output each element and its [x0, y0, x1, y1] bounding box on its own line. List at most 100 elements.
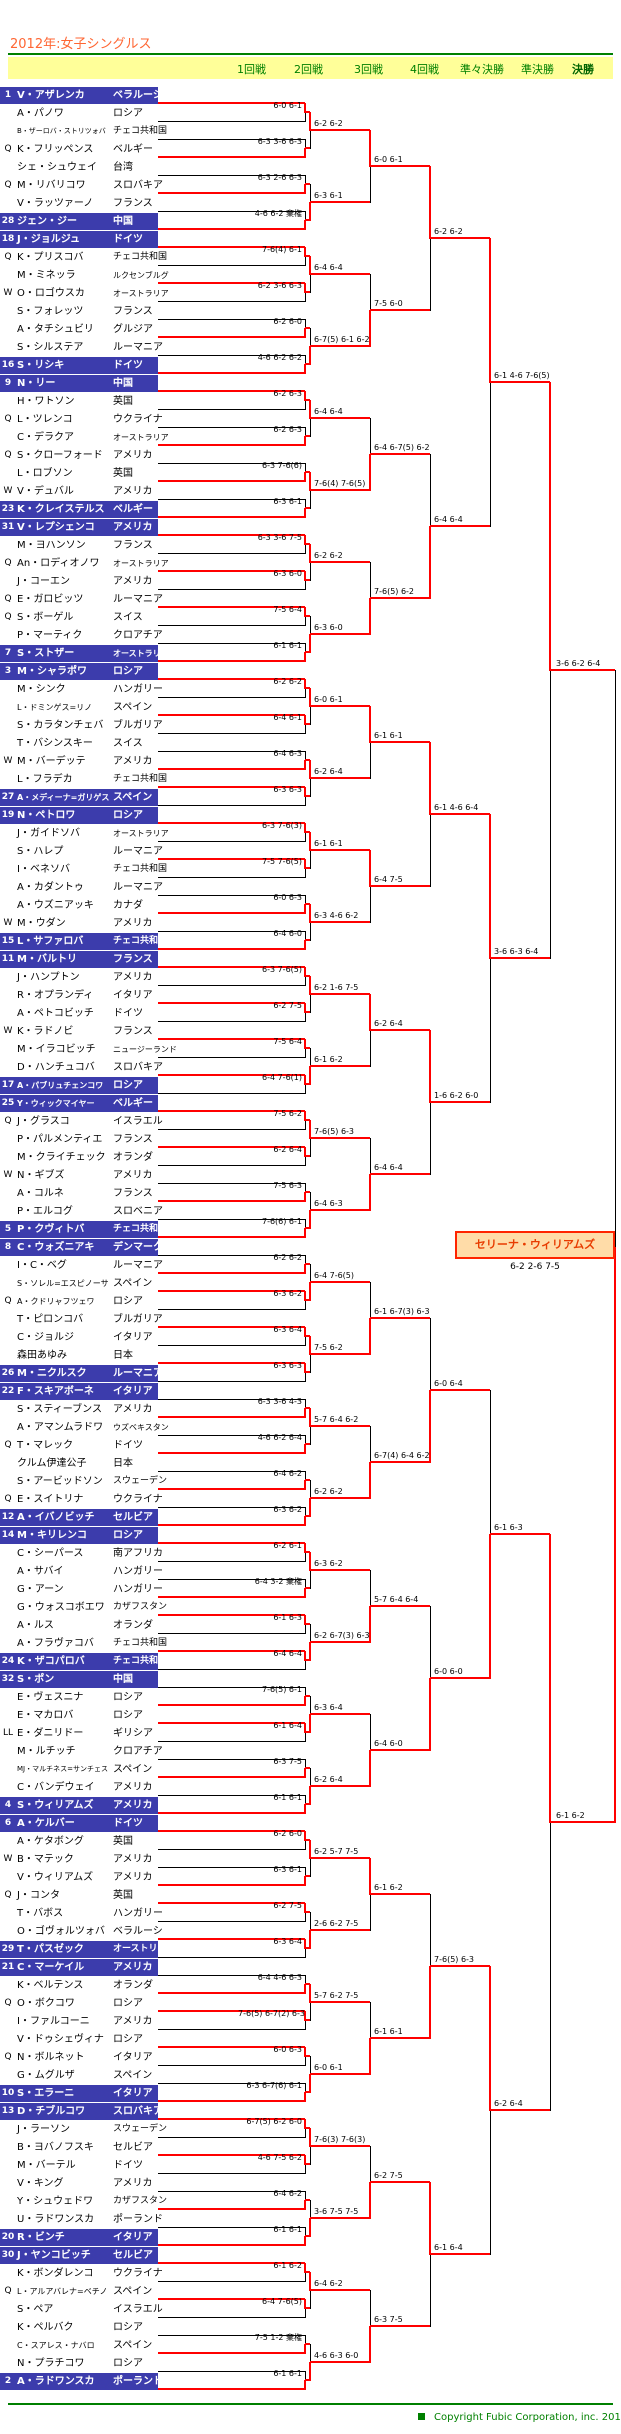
player-name: V・ラッツァーノ	[17, 198, 94, 209]
bracket-line	[370, 1461, 430, 1463]
player-seed: Q	[4, 1998, 12, 2008]
player-name: T・バシンスキー	[17, 738, 93, 749]
player-name: シェ・シュウェイ	[17, 162, 97, 173]
player-seed	[1, 879, 15, 896]
player-row: E・マカロバロシア	[0, 1707, 305, 1724]
bracket-line	[309, 1840, 311, 1859]
bracket-line	[305, 2055, 310, 2057]
match-score: 3-6 7-5 7-5	[314, 2207, 359, 2216]
bracket-line	[304, 1003, 306, 1013]
bracket-line	[158, 1129, 305, 1130]
match-score: 6-4 3-2 棄権	[254, 1577, 302, 1586]
round-label-r4: 4回戦	[410, 63, 439, 76]
bracket-line	[304, 904, 306, 914]
player-country: 南アフリカ	[113, 1548, 163, 1559]
player-name: MJ・マルチネス=サンチェス	[17, 1765, 108, 1773]
player-name: A・ペトコビッチ	[17, 1008, 94, 1019]
bracket-line	[305, 1624, 306, 1634]
bracket-line	[305, 1767, 310, 1769]
player-name: L・アルアバレナ=ベチノ	[17, 2287, 108, 2296]
player-seed	[1, 717, 15, 734]
match-score: 7-5 6-0	[374, 299, 403, 308]
bracket-line	[158, 1021, 305, 1022]
bracket-line	[304, 1291, 306, 1301]
bracket-line	[304, 508, 306, 518]
match-score: 6-3 2-6 6-3	[257, 173, 302, 182]
bracket-line	[310, 1912, 311, 1931]
bracket-line	[370, 1893, 430, 1895]
bracket-line	[305, 400, 306, 410]
player-seed	[1, 861, 15, 878]
bracket-line	[309, 2074, 311, 2093]
match-score: 6-3 3-6 7-5	[257, 533, 302, 542]
player-country: アメリカ	[113, 486, 153, 497]
player-country: スペイン	[113, 2286, 153, 2297]
player-row: M・クライチェックオランダ	[0, 1149, 305, 1166]
bracket-line	[430, 237, 490, 239]
match-score: 5-7 6-4 6-4	[374, 1595, 419, 1604]
bracket-line	[305, 319, 306, 329]
bracket-line	[305, 687, 310, 689]
player-seed	[1, 321, 15, 338]
player-country: ハンガリー	[113, 1584, 163, 1595]
player-name: O・ロゴウスカ	[17, 288, 85, 299]
bracket-line	[158, 1867, 305, 1868]
player-name: M・ニクルスク	[17, 1368, 87, 1379]
bracket-line	[305, 795, 310, 797]
match-score: 6-3 6-3	[273, 785, 302, 794]
bracket-line	[158, 2371, 305, 2372]
bracket-line	[305, 543, 310, 545]
player-seed	[1, 825, 15, 842]
bracket-line	[305, 1227, 310, 1229]
seed-highlight	[0, 375, 158, 392]
player-seed: 12	[1, 1512, 15, 1522]
bracket-line	[158, 1074, 305, 1076]
player-country: スペイン	[113, 702, 153, 713]
player-seed	[1, 1473, 15, 1490]
bracket-line	[304, 103, 306, 113]
player-country: ロシア	[113, 2358, 143, 2369]
match-score: 6-4 6-4	[374, 1163, 403, 1172]
bracket-line	[304, 787, 306, 797]
bracket-line	[158, 948, 305, 950]
player-seed: Q	[4, 1494, 12, 1504]
bracket-line	[305, 1687, 306, 1697]
bracket-line	[305, 1084, 306, 1094]
player-country: チェコ共和国	[113, 1638, 168, 1648]
bracket-line	[305, 2371, 306, 2381]
seed-highlight	[0, 1077, 158, 1094]
player-country: アメリカ	[113, 522, 153, 533]
bracket-line	[158, 139, 305, 140]
player-country: ロシア	[113, 2322, 143, 2333]
player-row: O・ゴヴォルツォバベラルーシ	[0, 1923, 305, 1940]
player-name: L・ドミンゲス=リノ	[17, 703, 93, 712]
bracket-line	[310, 345, 370, 347]
bracket-line	[158, 1255, 305, 1256]
player-name: J・ラーソン	[17, 2124, 70, 2135]
bracket-line	[304, 1408, 306, 1418]
match-score: 6-3 4-6 6-2	[314, 911, 359, 920]
player-seed	[1, 897, 15, 914]
player-name: E・マカロバ	[17, 1710, 74, 1721]
seed-highlight	[0, 1671, 158, 1688]
player-name: C・ジョルジ	[17, 1332, 74, 1343]
match-score: 7-6(4) 6-1	[261, 245, 302, 254]
player-row: J・ラーソンスウェーデン	[0, 2121, 305, 2138]
bracket-line	[310, 1425, 370, 1427]
bracket-line	[429, 1678, 431, 1751]
bracket-line	[158, 1849, 305, 1850]
bracket-line	[158, 589, 305, 590]
player-country: アメリカ	[113, 1872, 153, 1883]
bracket-line	[310, 1857, 370, 1859]
player-row: S・ソレル=エスピノーサスペイン	[0, 1275, 305, 1292]
bracket-line	[158, 1902, 305, 1904]
player-name: P・マーティク	[17, 630, 83, 641]
bracket-line	[430, 1677, 490, 1679]
player-row: G・アーンハンガリー	[0, 1581, 305, 1598]
bracket-line	[489, 1966, 491, 2111]
player-name: R・ビンチ	[17, 2232, 65, 2243]
player-seed: 22	[1, 1386, 15, 1396]
